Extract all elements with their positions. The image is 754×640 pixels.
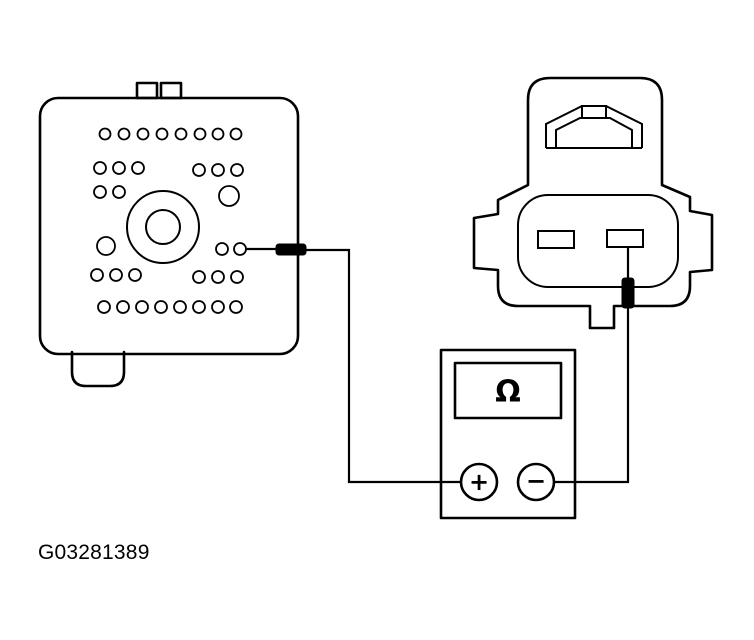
positive-test-lead [246, 243, 461, 484]
positive-symbol: + [469, 468, 489, 496]
ohmmeter-icon: Ω + − [439, 348, 577, 520]
negative-test-lead [554, 247, 635, 484]
ohm-symbol: Ω [495, 375, 521, 410]
module-pin-cavities [90, 127, 247, 314]
sensor-connector-icon [472, 76, 714, 330]
negative-symbol: − [526, 467, 546, 495]
meter-display [453, 361, 563, 420]
figure-id: G03281389 [38, 541, 150, 564]
module-connector-icon [38, 81, 300, 388]
